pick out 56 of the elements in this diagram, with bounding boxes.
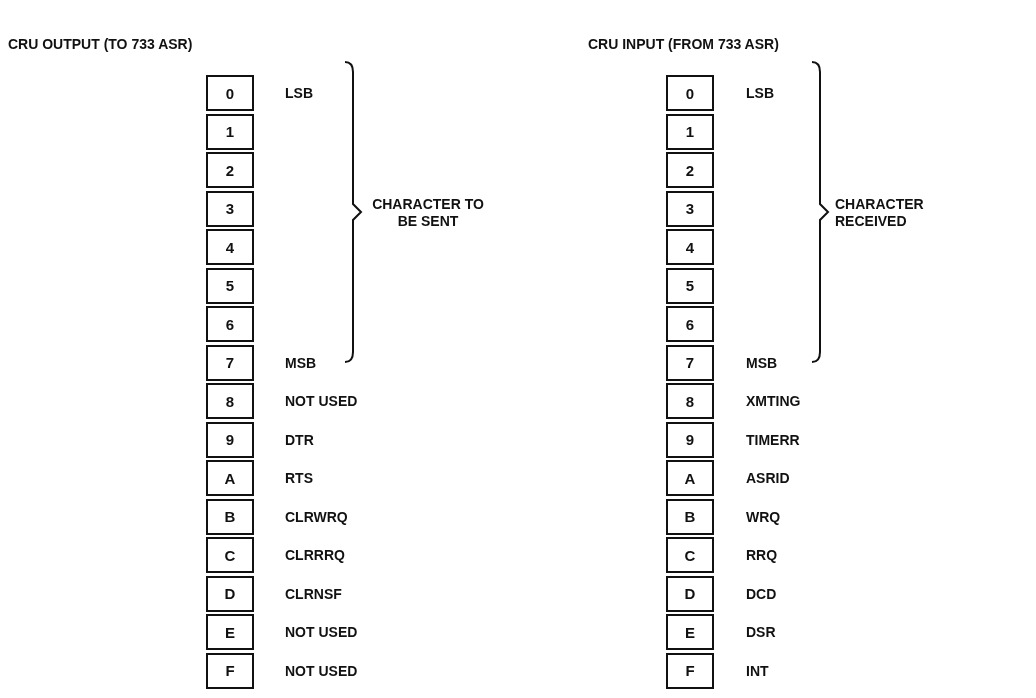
signal-name: NOT USED [285, 392, 358, 410]
bit-cell: 9 [666, 421, 714, 458]
bit-cell: 0 [666, 75, 714, 111]
bit-cell: 8 [666, 383, 714, 419]
bit-cell: 8 [206, 383, 254, 419]
signal-name: CLRWRQ [285, 507, 348, 526]
signal-name: INT [746, 661, 769, 680]
bit-cell: A [206, 460, 254, 496]
signal-name: TIMERR [746, 430, 800, 449]
bit-cell: 2 [666, 152, 714, 188]
signal-name: NOT USED [285, 623, 358, 641]
bit-cell: C [206, 537, 254, 573]
bit-cell: A [666, 460, 714, 496]
bit-cell: 4 [206, 229, 254, 265]
bit-cell: B [666, 498, 714, 535]
signal-name: LSB [285, 84, 313, 102]
bit-cell: 5 [206, 267, 254, 304]
bit-cell: B [206, 498, 254, 535]
signal-name: NOT USED [285, 661, 358, 680]
bit-cell: 4 [666, 229, 714, 265]
signal-name: XMTING [746, 392, 801, 410]
bit-cell: 6 [206, 306, 254, 342]
column-heading: CRU INPUT (FROM 733 ASR) [588, 36, 779, 53]
bit-cell: 9 [206, 421, 254, 458]
signal-name: CLRRRQ [285, 546, 345, 564]
bit-cell: 5 [666, 267, 714, 304]
signal-name: MSB [746, 353, 778, 372]
bit-cell: E [206, 614, 254, 650]
bit-cell: 3 [666, 190, 714, 227]
signal-name: DCD [746, 584, 777, 603]
signal-name: DTR [285, 430, 314, 449]
bit-cell: E [666, 614, 714, 650]
bit-cell: C [666, 537, 714, 573]
bit-cell: 2 [206, 152, 254, 188]
bit-cell: F [206, 652, 254, 689]
group-label: CHARACTER RECEIVED [835, 196, 925, 230]
bit-cell: 1 [206, 113, 254, 150]
bit-cell: 6 [666, 306, 714, 342]
bit-cell: 7 [666, 344, 714, 381]
signal-name: ASRID [746, 469, 790, 487]
bit-cell: 0 [206, 75, 254, 111]
bit-cell: D [206, 575, 254, 612]
signal-name: CLRNSF [285, 584, 342, 603]
bit-cell: D [666, 575, 714, 612]
signal-name: LSB [746, 84, 774, 102]
bit-cell: 1 [666, 113, 714, 150]
bit-cell: 3 [206, 190, 254, 227]
group-label: CHARACTER TO BE SENT [371, 196, 485, 230]
signal-name: RTS [285, 469, 313, 487]
bit-cell: F [666, 652, 714, 689]
column-heading: CRU OUTPUT (TO 733 ASR) [8, 36, 193, 53]
signal-name: DSR [746, 623, 776, 641]
bit-cell: 7 [206, 344, 254, 381]
signal-name: MSB [285, 353, 317, 372]
signal-name: WRQ [746, 507, 781, 526]
signal-name: RRQ [746, 546, 778, 564]
